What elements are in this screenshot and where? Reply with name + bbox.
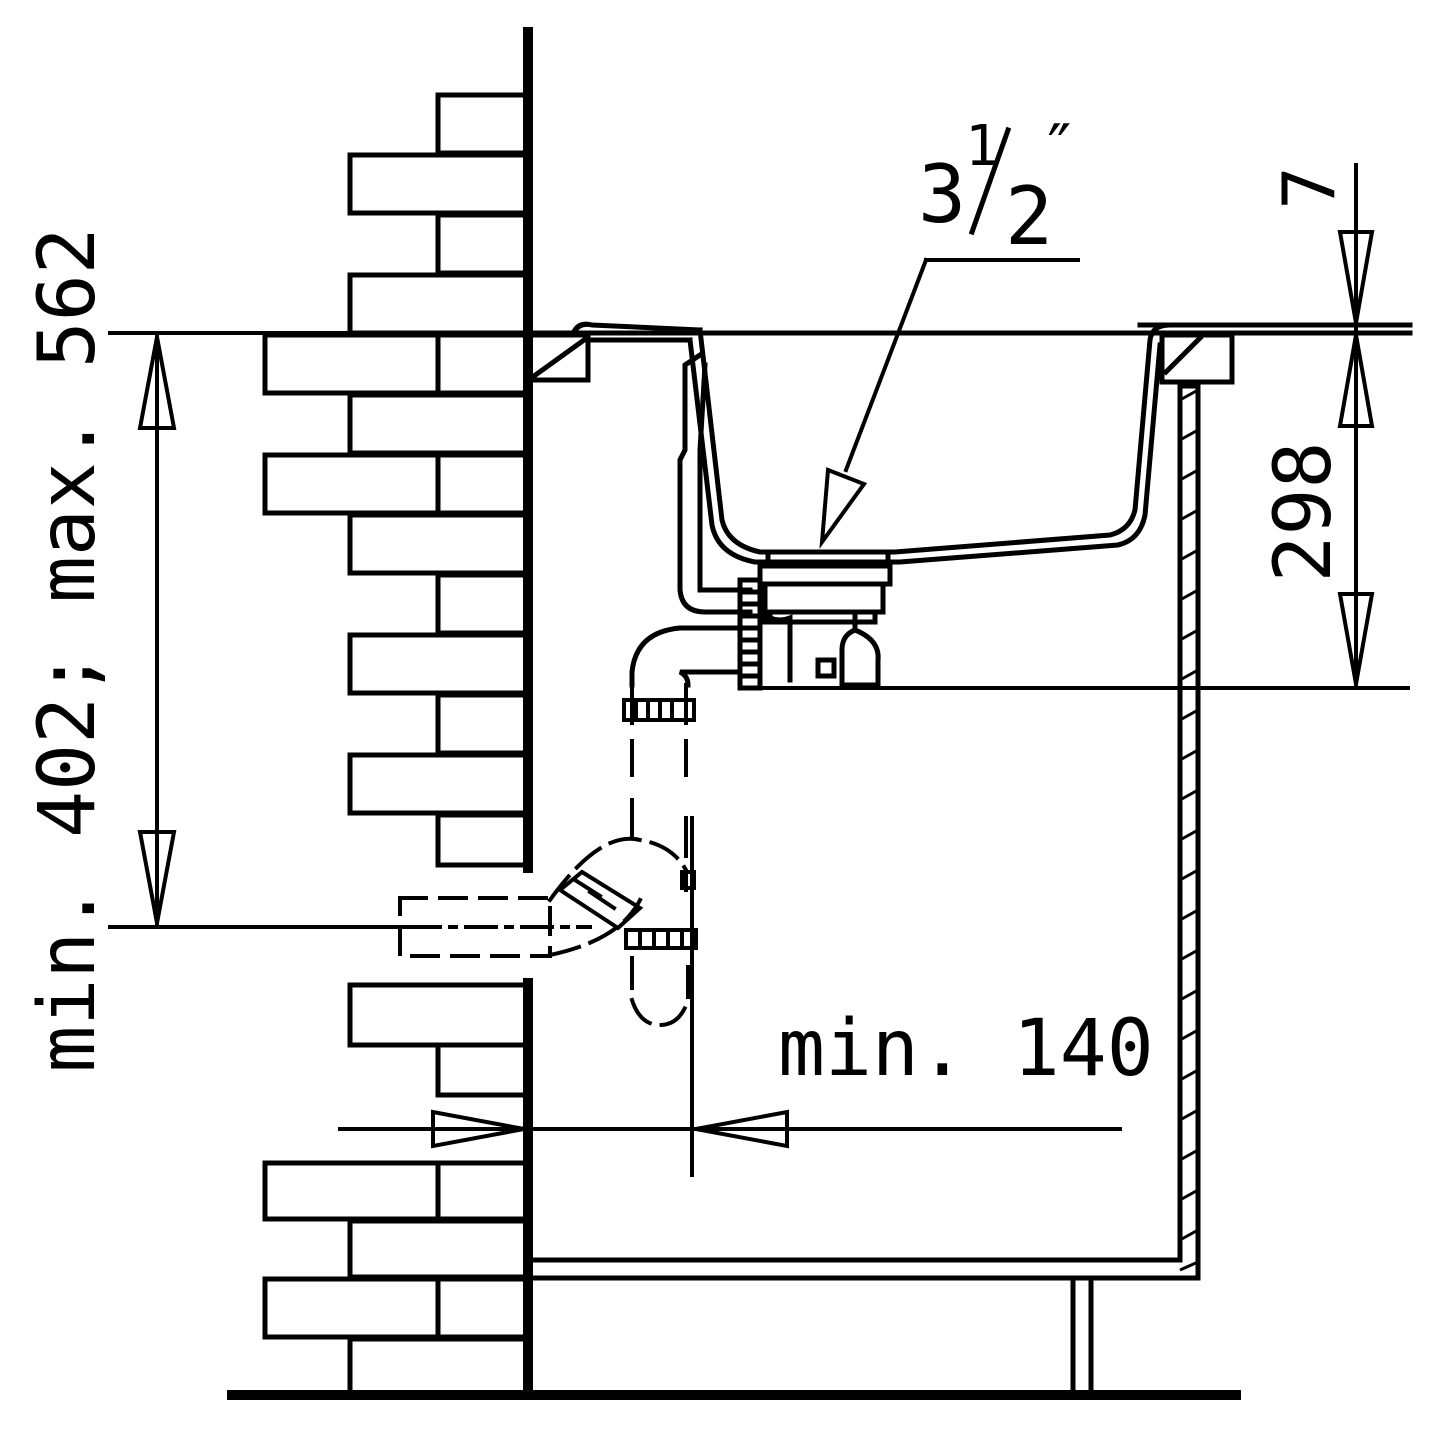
- drain-size-unit: ″: [1040, 112, 1079, 186]
- drain-size-denominator: 2: [1005, 170, 1053, 263]
- drain-strainer: [757, 549, 893, 688]
- wall-clearance-label: min. 140: [778, 1004, 1154, 1094]
- brick-wall: [262, 92, 529, 1396]
- cabinet-hatching: [1179, 388, 1199, 1272]
- drain-size-fraction-bar: [968, 126, 1012, 236]
- height-range-label: min. 402; max. 562: [23, 227, 113, 1072]
- sink-bowl: [571, 321, 1173, 615]
- drain-leader: [819, 257, 1080, 549]
- siphon-trap: [398, 683, 698, 1028]
- clearance-dimension: [338, 816, 1122, 1177]
- depth-dimension: [758, 163, 1410, 690]
- height-dimension: [108, 331, 532, 929]
- drain-elbow: [629, 625, 743, 688]
- rim-thickness-label: 7: [1267, 166, 1351, 209]
- drain-nut: [737, 577, 763, 691]
- cabinet: [525, 383, 1201, 1398]
- worktop: [527, 322, 1413, 385]
- drain-size-whole: 3: [918, 148, 966, 241]
- bowl-depth-label: 298: [1259, 442, 1349, 583]
